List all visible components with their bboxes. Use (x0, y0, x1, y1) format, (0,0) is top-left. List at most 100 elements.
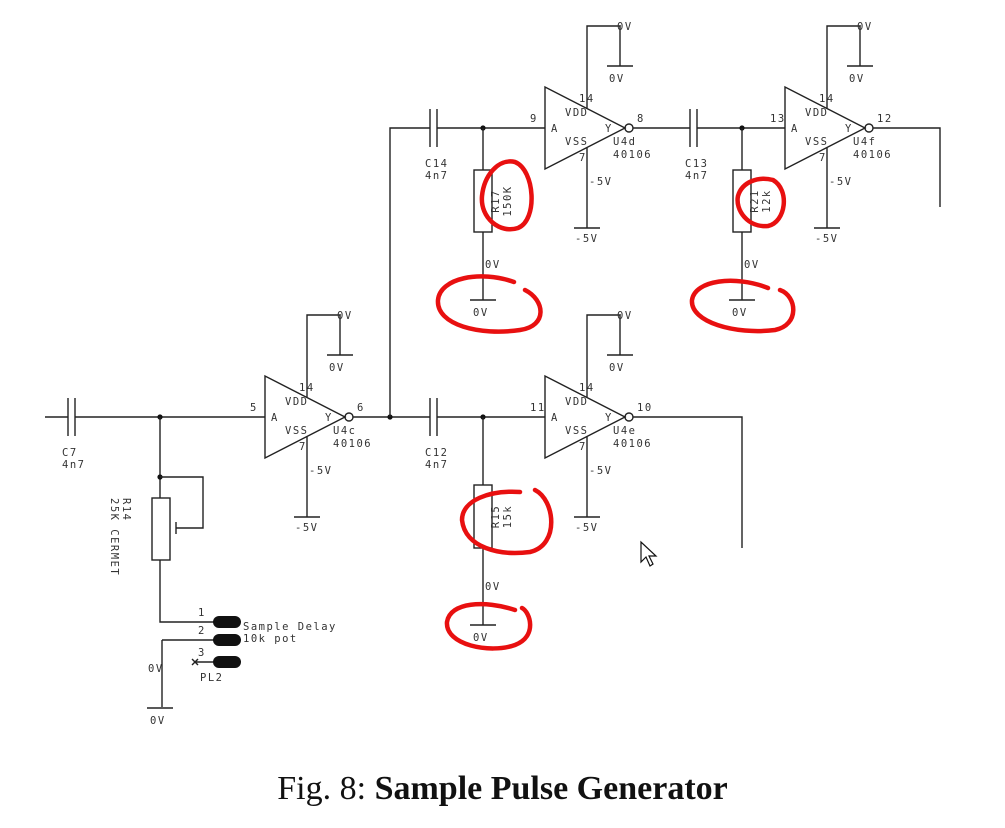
resistor-value: 12k (761, 189, 773, 212)
capacitor-ref: C14 (425, 158, 448, 170)
vdd-wire (586, 314, 621, 397)
vdd-label: 0V (857, 21, 873, 33)
connector-pin-number: 2 (198, 625, 206, 637)
ground-label: 0V (473, 307, 489, 319)
pin-label: Y (605, 412, 613, 424)
connector-pin (213, 656, 241, 668)
gate-name: U4f (853, 136, 876, 148)
wire (159, 560, 215, 623)
pin-label: VSS (285, 425, 308, 437)
pin-number: 11 (530, 402, 546, 414)
pin-label: A (791, 123, 799, 135)
gate-name: U4d (613, 136, 636, 148)
neg-supply-label: -5V (589, 465, 612, 477)
ground-label: 0V (609, 73, 625, 85)
connector-label: 10k pot (243, 633, 298, 645)
ground-label: 0V (150, 715, 166, 727)
wiper-wire (160, 476, 204, 529)
connector-pin-number: 3 (198, 647, 206, 659)
pin-number: 12 (877, 113, 893, 125)
pin-label: VSS (565, 136, 588, 148)
resistor-value: 15k (502, 505, 514, 528)
vdd-label: 0V (337, 310, 353, 322)
pin-label: Y (325, 412, 333, 424)
mouse-cursor-icon (640, 540, 658, 567)
gate-name: U4e (613, 425, 636, 437)
vdd-wire (826, 25, 861, 108)
pin-label: VSS (805, 136, 828, 148)
capacitor-value: 4n7 (685, 170, 708, 182)
wire (389, 127, 430, 417)
vdd-wire (306, 314, 341, 397)
capacitor-value: 4n7 (425, 459, 448, 471)
pin-number: 7 (299, 441, 307, 453)
pin-number: 10 (637, 402, 653, 414)
red-annotation-circle (689, 278, 796, 334)
resistor-ref: R15 (490, 505, 502, 528)
neg-supply-label: -5V (309, 465, 332, 477)
pin-label: A (551, 412, 559, 424)
neg-supply-label: -5V (575, 522, 598, 534)
pin-label: VSS (565, 425, 588, 437)
pin-number: 14 (819, 93, 835, 105)
ground-label: 0V (609, 362, 625, 374)
capacitor-ref: C7 (62, 447, 78, 459)
ground-label: 0V (485, 259, 501, 271)
connector-pin-number: 1 (198, 607, 206, 619)
ground-label: 0V (744, 259, 760, 271)
ground-label: 0V (485, 581, 501, 593)
neg-supply-label: -5V (575, 233, 598, 245)
pin-number: 5 (250, 402, 258, 414)
pin-label: VDD (565, 396, 588, 408)
resistor-value: 150K (502, 185, 514, 216)
pot-value: 25K CERMET (108, 498, 120, 576)
connector-pin (213, 634, 241, 646)
vdd-label: 0V (617, 21, 633, 33)
gate-type: 40106 (333, 438, 372, 450)
pin-label: Y (845, 123, 853, 135)
pin-number: 13 (770, 113, 786, 125)
red-annotation-circle (459, 487, 554, 556)
connector-ref: PL2 (200, 672, 223, 684)
gate-name: U4c (333, 425, 356, 437)
resistor-ref: R21 (749, 189, 761, 212)
red-annotation-circle (735, 176, 787, 229)
output-wire (633, 416, 743, 548)
pin-number: 7 (579, 441, 587, 453)
pin-number: 14 (579, 93, 595, 105)
ground-label: 0V (732, 307, 748, 319)
resistor-ref: R17 (490, 189, 502, 212)
pin-number: 8 (637, 113, 645, 125)
output-wire (873, 127, 941, 207)
ground-label: 0V (329, 362, 345, 374)
pin-label: VDD (805, 107, 828, 119)
capacitor-ref: C12 (425, 447, 448, 459)
neg-supply-label: -5V (295, 522, 318, 534)
capacitor-ref: C13 (685, 158, 708, 170)
pin-number: 9 (530, 113, 538, 125)
pin-number: 14 (299, 382, 315, 394)
ground-label: 0V (148, 663, 164, 675)
potentiometer-body (151, 497, 171, 561)
connector-pin (213, 616, 241, 628)
neg-supply-label: -5V (829, 176, 852, 188)
vdd-label: 0V (617, 310, 633, 322)
connector-label: Sample Delay (243, 621, 337, 633)
figure-caption: Fig. 8: Sample Pulse Generator (0, 770, 1005, 808)
pin-label: A (271, 412, 279, 424)
red-annotation-circle (444, 601, 533, 651)
red-annotation-circle (435, 274, 543, 334)
capacitor-value: 4n7 (425, 170, 448, 182)
gate-type: 40106 (853, 149, 892, 161)
gate-type: 40106 (613, 438, 652, 450)
pot-ref: R14 (120, 498, 132, 521)
pin-label: VDD (285, 396, 308, 408)
pin-label: A (551, 123, 559, 135)
pin-number: 6 (357, 402, 365, 414)
ground-label: 0V (849, 73, 865, 85)
caption-prefix: Fig. 8: (277, 770, 375, 807)
red-annotation-circle (479, 159, 534, 232)
pin-label: VDD (565, 107, 588, 119)
